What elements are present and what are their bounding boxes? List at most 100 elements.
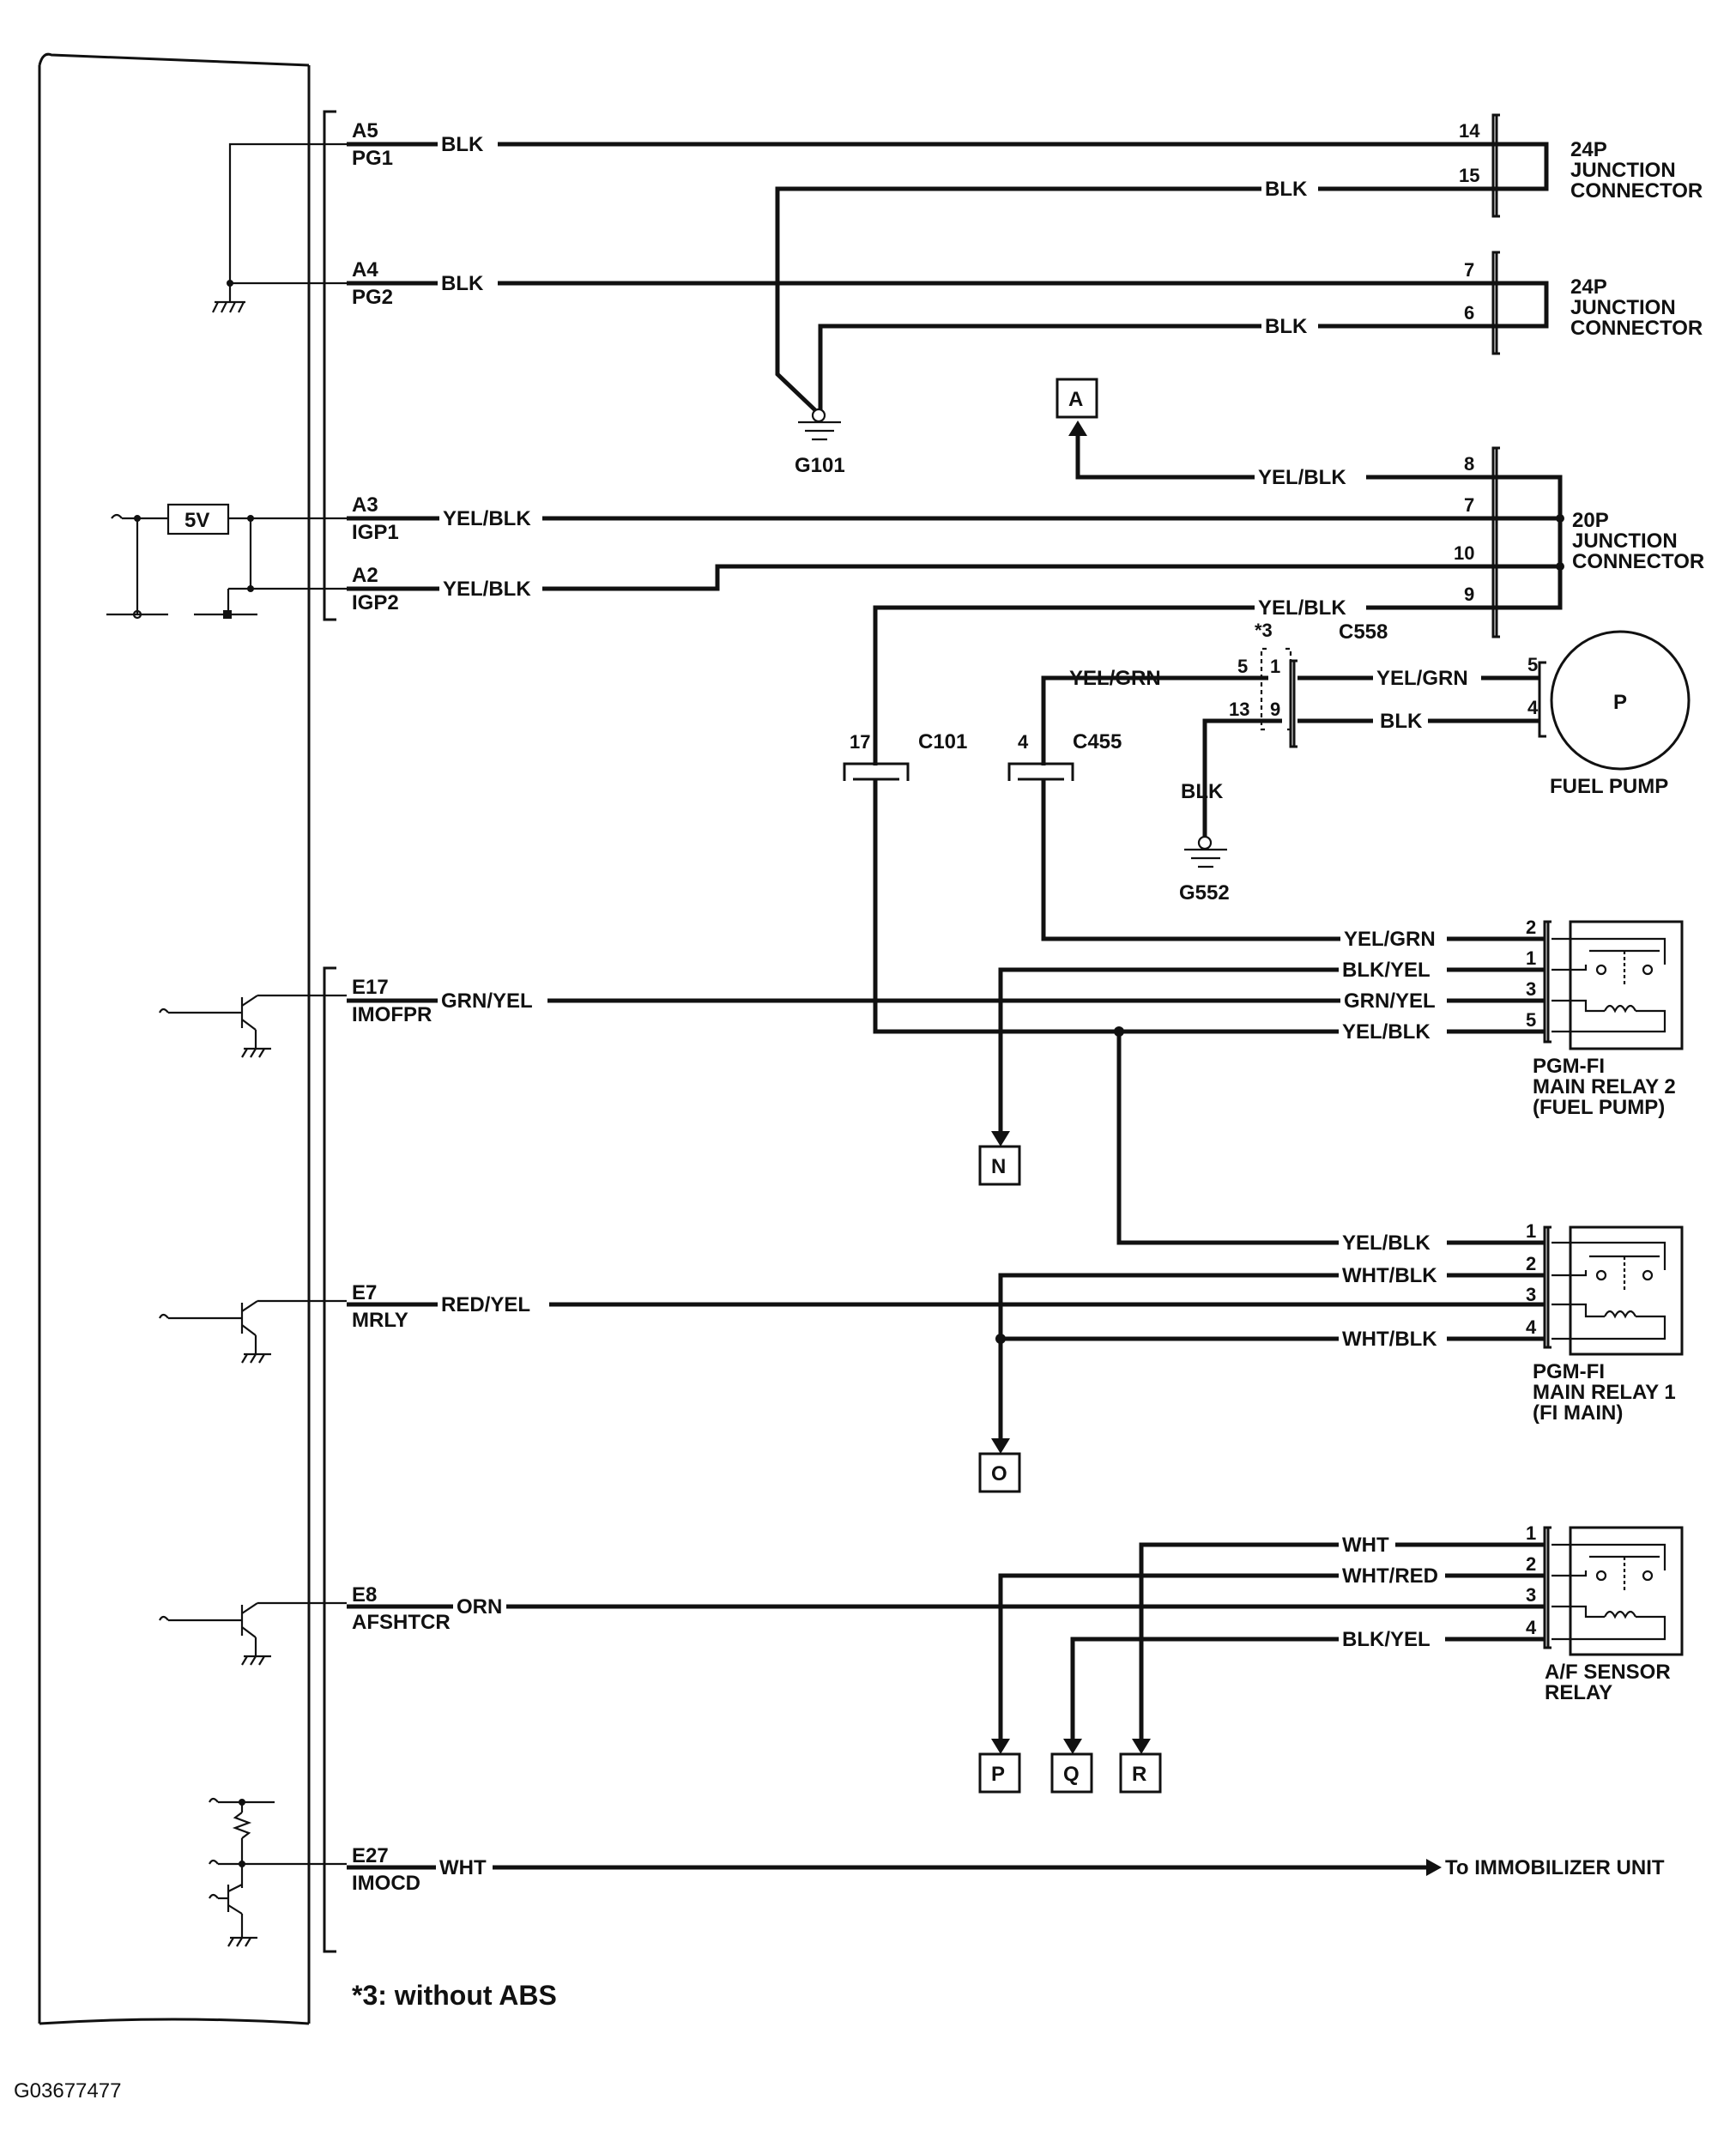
wire-relay2-blkyel: BLK/YEL xyxy=(991,959,1545,1147)
j20p-pin10: 10 xyxy=(1454,542,1474,564)
ref-n-label: N xyxy=(991,1155,1006,1178)
j24p1-label-line2: JUNCTION xyxy=(1570,159,1676,182)
relay-main-1: 1 2 3 4 PGM-FI MAIN RELAY 1 (FI MAIN) xyxy=(1526,1220,1684,1425)
relay2-wire3: GRN/YEL xyxy=(1344,989,1436,1013)
wire-pin6-color: BLK xyxy=(1265,315,1308,338)
c101-label: C101 xyxy=(918,730,967,753)
c558-pin9: 9 xyxy=(1270,699,1280,720)
af-wire2: WHT/RED xyxy=(1342,1564,1438,1588)
c455-label: C455 xyxy=(1073,730,1122,753)
figure-id: G03677477 xyxy=(14,2079,121,2103)
junction-24p-connector-2: 7 6 24P JUNCTION CONNECTOR xyxy=(1464,251,1703,355)
wire-a2-yelblk: YEL/BLK xyxy=(347,564,1493,601)
terminal-e27-pin: E27 xyxy=(352,1844,389,1867)
c101-pin: 17 xyxy=(850,731,870,753)
ref-q-label: Q xyxy=(1063,1763,1080,1786)
relay2-pin3: 3 xyxy=(1526,978,1536,1000)
j24p2-label-line3: CONNECTOR xyxy=(1570,317,1703,340)
ecm-unit xyxy=(38,52,311,2025)
wire-pin9-color: YEL/BLK xyxy=(1258,596,1346,620)
j20p-label-line2: JUNCTION xyxy=(1572,529,1678,553)
relay2-label-line1: PGM-FI xyxy=(1533,1055,1605,1078)
fuel-pump-pin5: 5 xyxy=(1527,654,1538,675)
wire-20p-pin9-yelblk: YEL/BLK xyxy=(873,596,1493,765)
ref-box-r: R xyxy=(1119,1752,1162,1794)
relay2-label-line2: MAIN RELAY 2 xyxy=(1533,1075,1676,1098)
terminal-e17-name: IMOFPR xyxy=(352,1003,432,1026)
ecm-transistor-e8 xyxy=(159,1601,347,1666)
j20p-pin7: 7 xyxy=(1464,494,1474,516)
wire-af-wht: WHT xyxy=(1132,1534,1545,1754)
connector-c558: *3 C558 5 1 13 9 YEL/GRN BLK xyxy=(1176,620,1539,838)
ref-box-n: N xyxy=(978,1145,1021,1186)
terminal-a2-name: IGP2 xyxy=(352,591,399,614)
wire-e8-orn: ORN xyxy=(347,1595,1545,1619)
ecm-transistor-e7 xyxy=(159,1299,347,1364)
fuel-pump-label: FUEL PUMP xyxy=(1550,775,1668,798)
wire-a4-color: BLK xyxy=(441,272,484,295)
j24p2-pin7: 7 xyxy=(1464,259,1474,281)
ecm-transistor-e17 xyxy=(159,994,347,1058)
connector-c455: YEL/GRN 4 C455 YEL/GRN xyxy=(1007,667,1545,951)
wire-a5-color: BLK xyxy=(441,133,484,156)
relay1-pin2: 2 xyxy=(1526,1253,1536,1274)
terminal-e27-name: IMOCD xyxy=(352,1872,420,1895)
c455-pin: 4 xyxy=(1018,731,1029,753)
wire-pump4-color: BLK xyxy=(1380,710,1423,733)
terminal-e8-pin: E8 xyxy=(352,1583,377,1607)
footnote: *3: without ABS xyxy=(352,1980,557,2011)
ref-p-label: P xyxy=(991,1763,1005,1786)
ref-box-o: O xyxy=(978,1452,1021,1493)
j24p1-pin14: 14 xyxy=(1459,120,1480,142)
relay-main-2: 2 1 3 5 PGM-FI MAIN RELAY 2 (FUEL PUMP) xyxy=(1526,917,1684,1119)
j20p-label-line1: 20P xyxy=(1572,509,1609,532)
c558-label: C558 xyxy=(1339,620,1388,644)
ecm-ground-circuit xyxy=(212,142,347,313)
af-relay-label-line2: RELAY xyxy=(1545,1681,1612,1704)
ref-a-label: A xyxy=(1068,388,1083,411)
af-pin1: 1 xyxy=(1526,1522,1536,1544)
relay1-pin1: 1 xyxy=(1526,1220,1536,1242)
fuel-pump-symbol: P xyxy=(1613,691,1627,714)
wire-e7-redyel: RED/YEL xyxy=(347,1293,1545,1316)
wire-a3-yelblk: YEL/BLK xyxy=(347,507,1493,530)
j20p-pin9: 9 xyxy=(1464,584,1474,605)
terminal-e7-pin: E7 xyxy=(352,1281,377,1304)
wire-relay1-whtblk: WHT/BLK WHT/BLK xyxy=(991,1264,1545,1454)
wire-e7-color: RED/YEL xyxy=(441,1293,530,1316)
wire-e17-color: GRN/YEL xyxy=(441,989,533,1013)
j24p1-pin15: 15 xyxy=(1459,165,1479,186)
j24p2-pin6: 6 xyxy=(1464,302,1474,324)
wire-c455-color: YEL/GRN xyxy=(1069,667,1161,690)
terminal-a3-pin: A3 xyxy=(352,493,378,517)
g552-ground: BLK G552 xyxy=(1179,780,1230,905)
relay1-label-line3: (FI MAIN) xyxy=(1533,1401,1623,1425)
ecm-terminal-labels: A5 PG1 A4 PG2 A3 IGP1 A2 IGP2 E17 IMOFPR… xyxy=(352,119,451,1895)
relay2-wire4: YEL/BLK xyxy=(1342,1020,1431,1044)
wire-e8-color: ORN xyxy=(457,1595,502,1619)
immobilizer-label: To IMMOBILIZER UNIT xyxy=(1445,1856,1665,1879)
relay-af-sensor: 1 2 3 4 A/F SENSOR RELAY xyxy=(1526,1522,1684,1704)
relay1-label-line2: MAIN RELAY 1 xyxy=(1533,1381,1676,1404)
relay2-wire1: YEL/GRN xyxy=(1344,928,1436,951)
relay2-pin2: 2 xyxy=(1526,917,1536,938)
junction-20p-connector: 8 7 10 9 20P JUNCTION CONNECTOR xyxy=(1454,446,1704,638)
c558-note: *3 xyxy=(1255,620,1273,641)
connector-c101: 17 C101 YEL/BLK YEL/BLK xyxy=(843,730,1545,1255)
wire-a3-color: YEL/BLK xyxy=(443,507,531,530)
af-wire4: BLK/YEL xyxy=(1342,1628,1431,1651)
j20p-label-line3: CONNECTOR xyxy=(1572,550,1704,573)
wire-e27-color: WHT xyxy=(439,1856,487,1879)
terminal-e17-pin: E17 xyxy=(352,976,389,999)
g101-ground: BLK BLK G101 xyxy=(775,178,1493,477)
relay1-wire1: YEL/BLK xyxy=(1342,1231,1431,1255)
wire-a2-color: YEL/BLK xyxy=(443,578,531,601)
relay1-wire2: WHT/BLK xyxy=(1342,1264,1437,1287)
c558-pin5: 5 xyxy=(1237,656,1248,677)
relay1-wire4: WHT/BLK xyxy=(1342,1328,1437,1351)
af-relay-label-line1: A/F SENSOR xyxy=(1545,1661,1671,1684)
relay1-pin3: 3 xyxy=(1526,1284,1536,1305)
fuel-pump-pin4: 4 xyxy=(1527,697,1539,718)
wire-a5-blk: BLK xyxy=(347,133,1493,156)
